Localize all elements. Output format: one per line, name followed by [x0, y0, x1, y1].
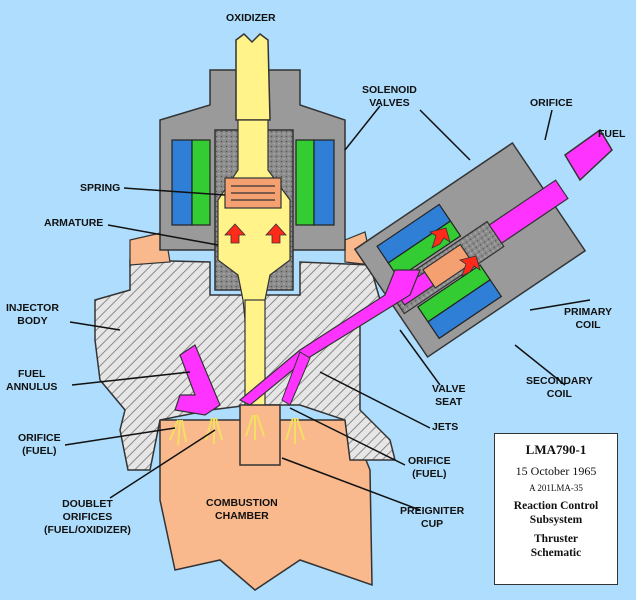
label-preigniter-cup-line1: PREIGNITER: [400, 505, 465, 517]
label-solenoid-valves-line2: VALVES: [369, 97, 410, 109]
fuel-inlet: [564, 128, 613, 182]
label-orifice-fuel-right: ORIFICE (FUEL): [408, 455, 451, 481]
oxidizer-coil-green-right: [295, 139, 315, 226]
label-valve-seat: VALVE SEAT: [432, 383, 465, 409]
label-fuel-annulus-line2: ANNULUS: [6, 381, 58, 393]
doc-title-line2: Schematic: [530, 547, 582, 559]
label-primary-coil: PRIMARY COIL: [564, 306, 612, 332]
label-combustion-chamber: COMBUSTION CHAMBER: [206, 497, 278, 523]
oxidizer-inlet: [235, 33, 271, 121]
label-doublet-orifices-line1: DOUBLET: [62, 498, 113, 510]
doc-subsystem-line2: Subsystem: [529, 514, 583, 526]
fuel-valve-assembly: [353, 141, 587, 359]
label-orifice-fuel-left: ORIFICE (FUEL): [18, 432, 61, 458]
label-preigniter-cup: PREIGNITER CUP: [400, 505, 464, 531]
oxidizer-coil-blue-right: [313, 139, 335, 226]
label-jets: JETS: [432, 421, 459, 433]
label-primary-coil-line2: COIL: [575, 319, 601, 331]
label-solenoid-valves-line1: SOLENOID: [362, 84, 417, 96]
doc-title-line1: Thruster: [533, 533, 579, 545]
label-doublet-orifices: DOUBLET ORIFICES (FUEL/OXIDIZER): [44, 498, 131, 537]
label-valve-seat-line1: VALVE: [432, 383, 466, 395]
spray-right: [285, 417, 305, 444]
oxidizer-coil-blue-left: [171, 139, 193, 226]
label-injector-body-line1: INJECTOR: [6, 302, 59, 314]
label-fuel-annulus-line1: FUEL: [17, 368, 46, 380]
doc-date: 15 October 1965: [515, 464, 597, 478]
label-oxidizer: OXIDIZER: [226, 12, 276, 24]
label-orifice-fuel-right-line2: (FUEL): [412, 468, 447, 480]
spray-left: [169, 419, 187, 446]
label-primary-coil-line1: PRIMARY: [564, 306, 613, 318]
fuel-passage: [238, 269, 421, 406]
label-secondary-coil-line1: SECONDARY: [526, 375, 593, 387]
doc-subsystem-line1: Reaction Control: [513, 500, 599, 512]
label-doublet-orifices-line2: ORIFICES: [62, 511, 113, 523]
label-orifice-fuel-left-line1: ORIFICE: [18, 432, 61, 444]
label-armature: ARMATURE: [44, 217, 104, 229]
doc-id: LMA790-1: [525, 442, 587, 457]
label-valve-seat-line2: SEAT: [435, 396, 463, 408]
doc-code: A 201LMA-35: [529, 483, 583, 493]
label-combustion-chamber-line1: COMBUSTION: [206, 497, 278, 509]
label-solenoid-valves: SOLENOID VALVES: [362, 84, 417, 110]
leader-lines: [64, 105, 591, 511]
spray-center: [245, 414, 265, 440]
label-injector-body: INJECTOR BODY: [6, 302, 59, 328]
fuel-jet-right: [281, 351, 311, 406]
label-injector-body-line2: BODY: [17, 315, 48, 327]
spring: [224, 177, 282, 209]
label-spring: SPRING: [80, 182, 121, 194]
doc-subsystem: Reaction Control Subsystem: [495, 499, 617, 527]
label-secondary-coil-line2: COIL: [546, 388, 572, 400]
red-arrow-ox-right: [265, 223, 287, 244]
label-fuel-annulus: FUEL ANNULUS: [6, 368, 57, 394]
red-arrow-fuel-2: [459, 255, 481, 277]
label-secondary-coil: SECONDARY COIL: [526, 375, 593, 401]
label-combustion-chamber-line2: CHAMBER: [215, 510, 269, 522]
document-info-box: LMA790-1 15 October 1965 A 201LMA-35 Rea…: [494, 433, 618, 585]
label-orifice-fuel-right-line1: ORIFICE: [408, 455, 451, 467]
label-orifice-fuel-left-line2: (FUEL): [22, 445, 57, 457]
label-doublet-orifices-line3: (FUEL/OXIDIZER): [44, 524, 131, 536]
label-preigniter-cup-line2: CUP: [421, 518, 444, 530]
doc-title: Thruster Schematic: [495, 532, 617, 560]
label-fuel: FUEL: [598, 128, 626, 140]
oxidizer-coil-green-left: [191, 139, 211, 226]
fuel-annulus: [174, 344, 221, 416]
red-arrow-fuel-1: [429, 227, 451, 249]
red-arrow-ox-left: [224, 223, 246, 244]
label-orifice-top: ORIFICE: [530, 97, 573, 109]
